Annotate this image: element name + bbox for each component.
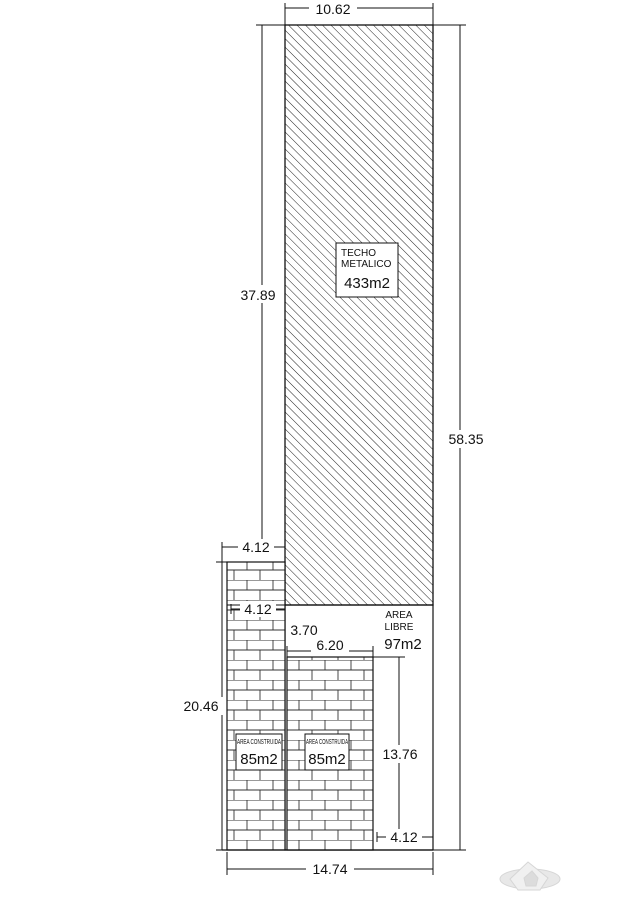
lot-outline	[222, 24, 434, 851]
roof-label: TECHO METALICO 433m2	[335, 242, 399, 298]
dim-bottom-total-width: 14.74	[312, 861, 347, 877]
roof-label-area: 433m2	[344, 275, 390, 292]
dim-inner-setback: 4.12	[244, 601, 271, 617]
built-right-label: AREA CONSTRUIDA 85m2	[304, 733, 350, 771]
free-area-label: AREA LIBRE 97m2	[384, 610, 422, 653]
dim-left-built-length: 20.46	[183, 698, 218, 714]
dim-bottom-right-width: 4.12	[390, 829, 417, 845]
built-left-area: 85m2	[240, 751, 278, 768]
dim-upper-setback: 4.12	[242, 539, 269, 555]
dim-inner-width: 6.20	[316, 637, 343, 653]
free-label-line2: LIBRE	[385, 622, 414, 633]
dim-top-width: 10.62	[315, 1, 350, 17]
free-label-area: 97m2	[384, 636, 422, 653]
built-left-title: AREA CONSTRUIDA	[237, 739, 281, 746]
roof-label-line1: TECHO	[341, 248, 376, 259]
roof-label-line2: METALICO	[341, 259, 392, 270]
dimension-labels: 10.62 37.89 58.35 4.12 4.12 3.70 6.20 20…	[179, 1, 488, 877]
dim-right-built-length: 13.76	[382, 746, 417, 762]
dim-free-area-depth: 3.70	[290, 622, 317, 638]
built-left-label: AREA CONSTRUIDA 85m2	[235, 733, 283, 771]
built-right-title: AREA CONSTRUIDA	[306, 739, 348, 746]
dim-left-roof-length: 37.89	[240, 287, 275, 303]
free-label-line1: AREA	[385, 610, 413, 621]
roof-hatched-area	[284, 24, 434, 606]
dim-right-total-length: 58.35	[448, 431, 483, 447]
built-right-area: 85m2	[308, 751, 346, 768]
house-logo-icon	[499, 861, 561, 891]
